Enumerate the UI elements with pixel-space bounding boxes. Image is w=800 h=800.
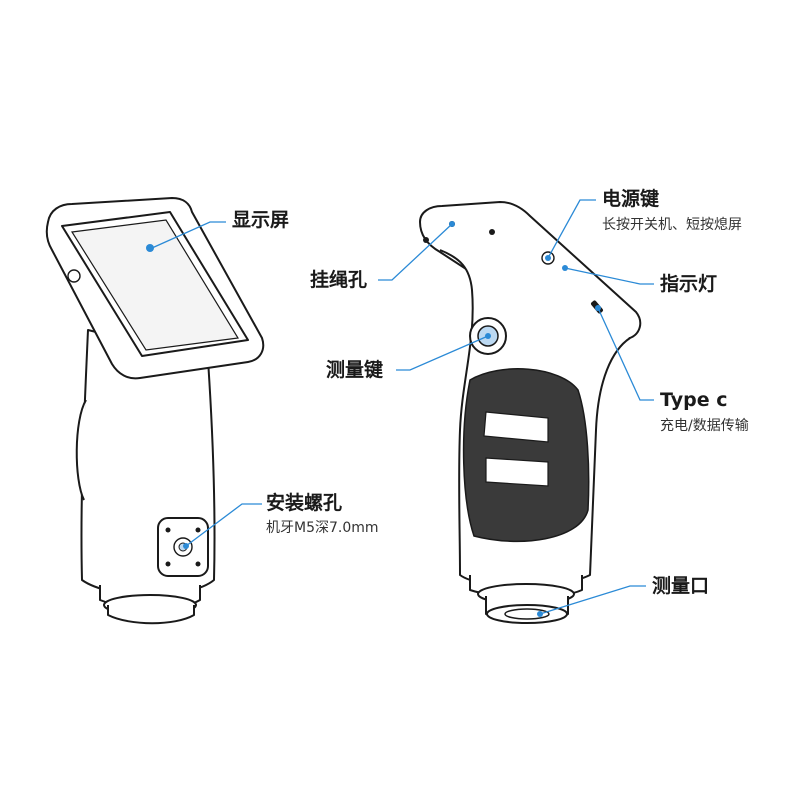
leader-lanyard	[378, 223, 453, 281]
leader-measure-button	[396, 335, 489, 371]
label-power-button: 电源键	[602, 187, 659, 210]
label-mount-hole: 安装螺孔	[266, 491, 342, 514]
device-side-view	[419, 201, 642, 624]
leader-display	[151, 221, 226, 249]
label-power-button-desc: 长按开关机、短按熄屏	[602, 216, 742, 233]
label-type-c: Type c	[660, 389, 727, 411]
device-front-view	[45, 197, 265, 625]
label-lanyard-hole: 挂绳孔	[310, 268, 367, 291]
leader-indicator	[564, 267, 654, 285]
label-measure-port: 测量口	[652, 575, 709, 597]
leader-mount-hole	[185, 503, 262, 547]
leader-power-button	[547, 199, 596, 259]
leader-type-c	[597, 307, 654, 401]
label-mount-hole-spec: 机牙M5深7.0mm	[266, 520, 379, 536]
leader-measure-port	[539, 585, 646, 615]
label-measure-button: 测量键	[326, 358, 383, 381]
leader-lines	[151, 199, 654, 617]
label-type-c-desc: 充电/数据传输	[660, 418, 749, 434]
label-indicator-light: 指示灯	[660, 273, 717, 295]
label-display: 显示屏	[232, 209, 289, 231]
labels: 显示屏 安装螺孔 机牙M5深7.0mm 挂绳孔 测量键 电源键 长按开关机、短按…	[232, 187, 749, 597]
